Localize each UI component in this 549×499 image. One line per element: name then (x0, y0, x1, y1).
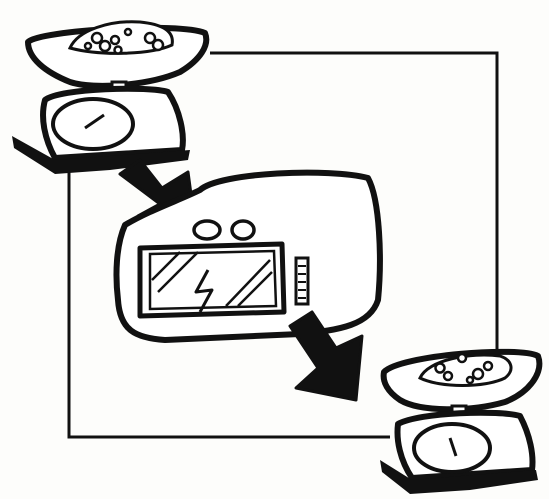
scale-before-icon (12, 22, 206, 174)
scale-after-icon (380, 352, 539, 494)
